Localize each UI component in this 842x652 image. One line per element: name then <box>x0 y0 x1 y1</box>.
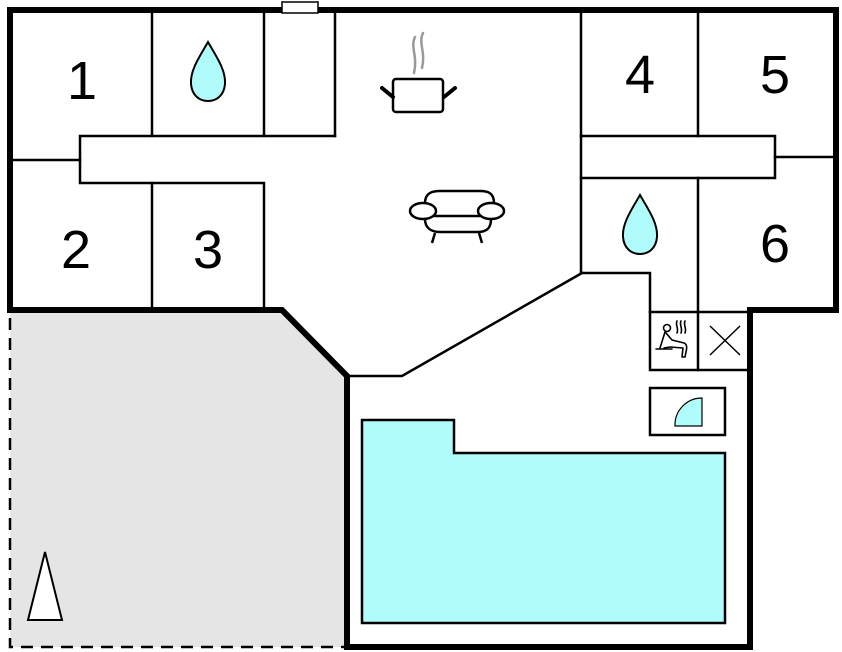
swimming-pool <box>360 418 727 625</box>
bathroom-water-drop-icon <box>621 192 659 256</box>
bathroom-water-drop-icon <box>189 39 227 103</box>
sauna-icon <box>655 320 688 358</box>
room-label-5: 5 <box>760 45 790 105</box>
window <box>281 1 319 14</box>
interior-walls <box>8 8 838 437</box>
room-label-1: 1 <box>67 51 97 111</box>
north-arrow-icon <box>26 551 64 621</box>
shower-quarter-circle-icon <box>674 397 703 427</box>
room-label-3: 3 <box>193 220 223 280</box>
kitchen-pot-icon <box>380 31 457 114</box>
technical-room-x-icon <box>709 325 741 356</box>
room-label-2: 2 <box>61 220 91 280</box>
sofa-armchair-icon <box>408 189 506 244</box>
exterior-walls <box>7 7 839 650</box>
terrace-area <box>8 310 347 649</box>
room-label-4: 4 <box>625 45 655 105</box>
room-label-6: 6 <box>760 214 790 274</box>
